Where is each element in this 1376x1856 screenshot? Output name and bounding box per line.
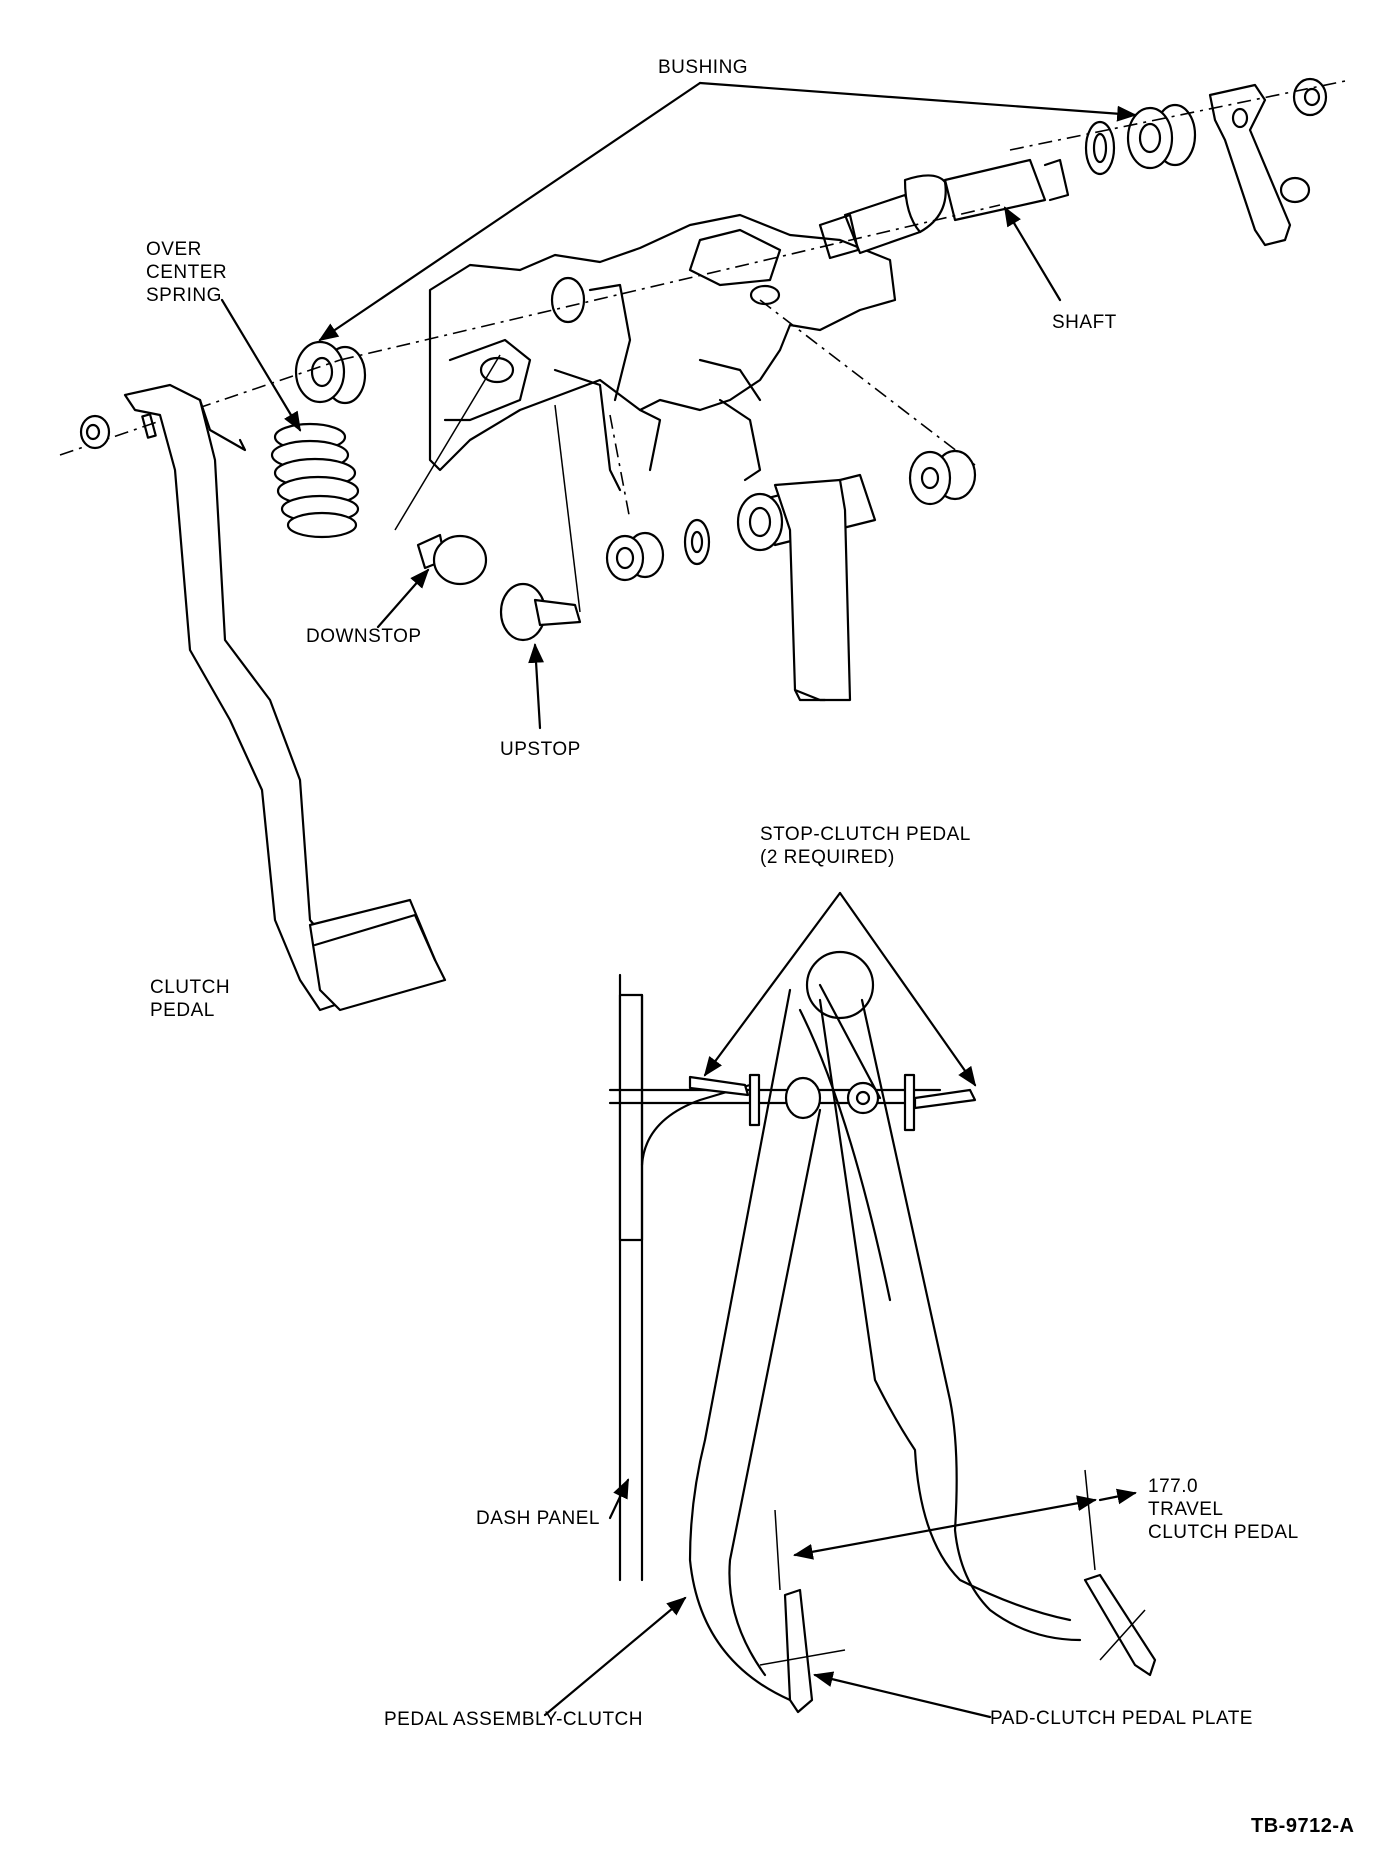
upstop xyxy=(499,404,582,642)
label-upstop: UPSTOP xyxy=(500,739,581,760)
figure-code: TB-9712-A xyxy=(1251,1815,1355,1837)
label-over-center-spring: OVER CENTER SPRING xyxy=(146,239,228,306)
pedal-pivot xyxy=(608,950,942,1132)
stop-clutch-pedal-left xyxy=(688,1075,750,1097)
label-bushing: BUSHING xyxy=(658,57,749,78)
stop-clutch-pedal-right xyxy=(913,1088,977,1110)
callout-arrows-top xyxy=(220,81,1137,730)
pad-released xyxy=(759,1509,846,1714)
label-dash-panel: DASH PANEL xyxy=(476,1508,600,1529)
side-plate-right xyxy=(1208,83,1311,247)
dash-panel xyxy=(618,973,752,1582)
bushing-left xyxy=(294,340,367,405)
travel-dimension-arrow xyxy=(793,1495,1097,1560)
over-center-spring xyxy=(270,422,360,539)
clip-right xyxy=(1084,120,1116,176)
clutch-pedal-arm xyxy=(123,383,447,1012)
bushing-right xyxy=(1126,103,1197,170)
label-travel: 177.0 TRAVEL CLUTCH PEDAL xyxy=(1148,1476,1299,1543)
label-downstop: DOWNSTOP xyxy=(306,626,422,647)
lower-spacer-assembly xyxy=(605,449,977,702)
pedal-support-bracket xyxy=(428,213,897,492)
label-pad-clutch-pedal-plate: PAD-CLUTCH PEDAL PLATE xyxy=(990,1708,1253,1729)
label-stop-clutch-pedal: STOP-CLUTCH PEDAL (2 REQUIRED) xyxy=(760,824,971,868)
shaft xyxy=(818,158,1070,260)
nut-right xyxy=(1292,77,1328,117)
nut-left xyxy=(79,414,111,450)
label-clutch-pedal: CLUTCH PEDAL xyxy=(150,977,231,1021)
callout-arrows-bottom xyxy=(543,891,992,1719)
label-shaft: SHAFT xyxy=(1052,312,1117,333)
pedal-released-outline xyxy=(688,983,882,1702)
label-pedal-assembly: PEDAL ASSEMBLY-CLUTCH xyxy=(384,1709,643,1730)
downstop xyxy=(394,354,501,586)
